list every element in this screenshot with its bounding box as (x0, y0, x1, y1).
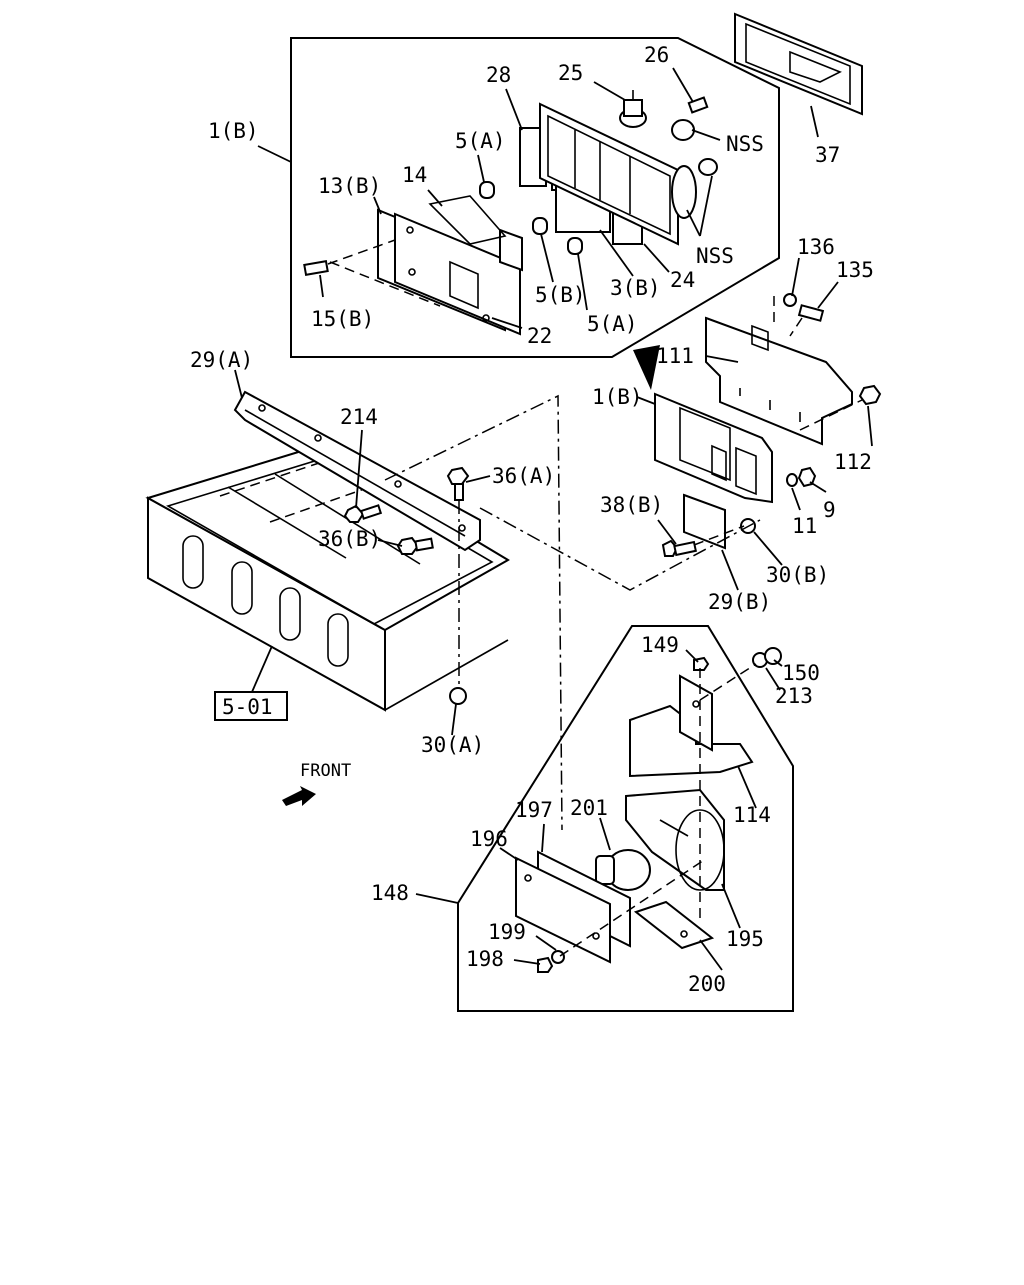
callout-13b: 13(B) (318, 174, 381, 198)
bracket-111 (705, 316, 853, 446)
gasket-29b (683, 493, 726, 550)
lamp-base-13b (377, 208, 521, 336)
license-lamp-panel (457, 625, 794, 1012)
callout-nss-2: NSS (696, 244, 734, 268)
screw-15b (303, 239, 441, 307)
callout-30b: 30(B) (766, 563, 829, 587)
callout-29b: 29(B) (708, 590, 771, 614)
callout-29a: 29(A) (190, 348, 253, 372)
pointer-arrow-icon (633, 345, 660, 390)
callout-136: 136 (797, 235, 835, 259)
callout-14: 14 (402, 163, 427, 187)
callout-214: 214 (340, 405, 378, 429)
callout-22: 22 (527, 324, 552, 348)
screw-26 (687, 96, 709, 114)
washer-136 (783, 293, 797, 307)
callout-25: 25 (558, 61, 583, 85)
lamp-exploded-panel (290, 37, 780, 358)
callout-9: 9 (823, 498, 836, 522)
callout-36a: 36(A) (492, 464, 555, 488)
callout-15b: 15(B) (311, 307, 374, 331)
callout-37: 37 (815, 143, 840, 167)
washer-30a (449, 687, 467, 705)
bracket-114 (629, 674, 754, 778)
callout-1b-top: 1(B) (208, 119, 259, 143)
nut-150 (764, 647, 782, 665)
cover-sheet-14 (428, 195, 507, 245)
bulb-5b (532, 217, 548, 235)
cover-196 (515, 856, 611, 964)
callout-198: 198 (466, 947, 504, 971)
callout-201: 201 (570, 796, 608, 820)
plate-200 (633, 900, 715, 950)
cap-nss (671, 119, 718, 176)
callout-1b-mid: 1(B) (592, 385, 643, 409)
callout-112: 112 (834, 450, 872, 474)
callout-nss-1: NSS (726, 132, 764, 156)
callout-197: 197 (515, 798, 553, 822)
callout-135: 135 (836, 258, 874, 282)
callout-38b: 38(B) (600, 493, 663, 517)
lamp-assembly-1b (654, 392, 773, 504)
callout-200: 200 (688, 972, 726, 996)
bracket-slot (751, 324, 769, 352)
bolt-36b (396, 536, 434, 555)
bulb-5a-top (479, 181, 495, 199)
lens-37 (734, 12, 863, 116)
bracket-29a (233, 390, 481, 552)
callout-5b: 5(B) (535, 283, 586, 307)
callout-148: 148 (371, 881, 409, 905)
socket-25 (619, 90, 647, 128)
front-label: FRONT (300, 761, 351, 781)
callout-30a: 30(A) (421, 733, 484, 757)
bulb-201 (595, 849, 651, 891)
bolt-214 (343, 504, 383, 523)
washer-11 (786, 473, 798, 487)
callout-150: 150 (782, 661, 820, 685)
bolt-36a (446, 466, 470, 501)
callout-111: 111 (656, 344, 694, 368)
callout-149: 149 (641, 633, 679, 657)
callout-24: 24 (670, 268, 695, 292)
gasket-14 (499, 228, 523, 272)
ref-box (214, 691, 288, 721)
callout-5a-bottom: 5(A) (587, 312, 638, 336)
bulb-5a-bottom (567, 237, 583, 255)
bolt-135 (797, 304, 825, 322)
callout-5a-top: 5(A) (455, 129, 506, 153)
callout-114: 114 (733, 803, 771, 827)
lamp-housing-3b (539, 102, 697, 246)
callout-26: 26 (644, 43, 669, 67)
callout-199: 199 (488, 920, 526, 944)
bolt-38b (661, 539, 698, 557)
callout-195: 195 (726, 927, 764, 951)
front-arrow-icon (282, 786, 316, 806)
ref-box-label: 5-01 (222, 695, 273, 719)
callout-11: 11 (792, 514, 817, 538)
washer-199 (551, 950, 565, 964)
callout-3b: 3(B) (610, 276, 661, 300)
callout-213: 213 (775, 684, 813, 708)
callout-36b: 36(B) (318, 527, 381, 551)
callout-28: 28 (486, 63, 511, 87)
nut-112 (858, 384, 882, 406)
screw-198 (537, 956, 554, 973)
callout-196: 196 (470, 827, 508, 851)
